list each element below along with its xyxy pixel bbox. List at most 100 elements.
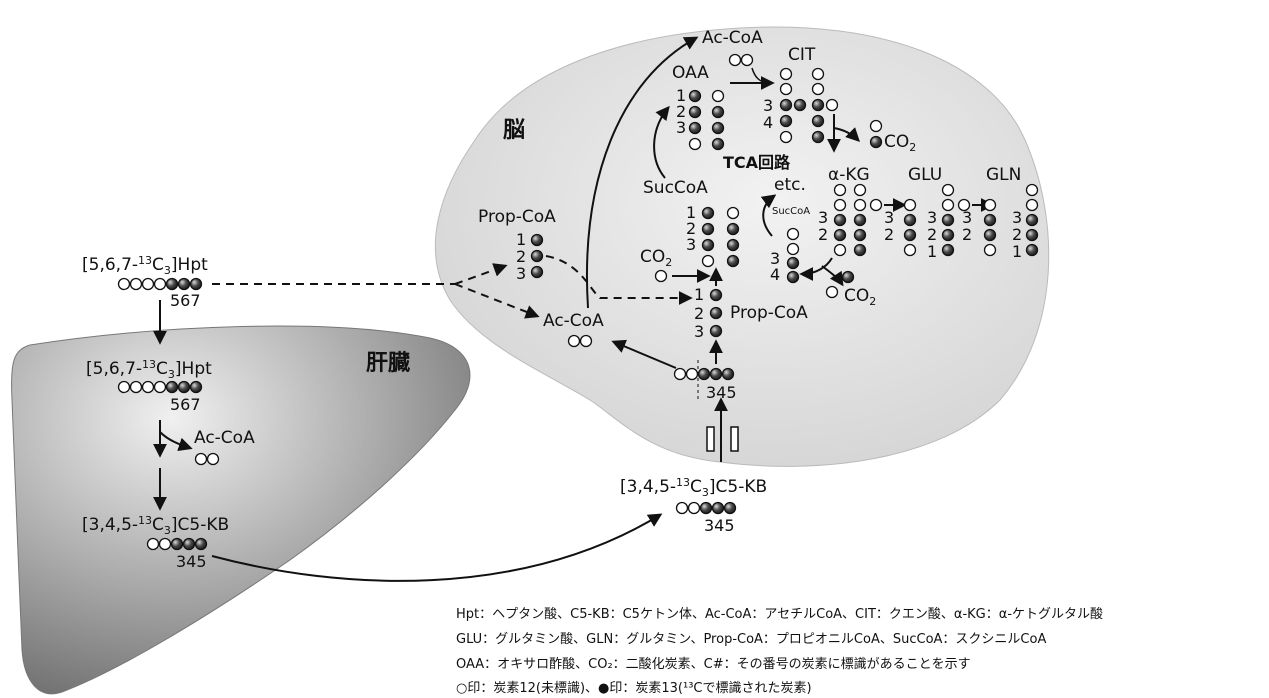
carbon-unlabeled [786,242,800,256]
carbon-labeled [786,256,800,270]
kb-blood-positions: 345 [704,516,735,535]
carbon-labeled [811,114,825,128]
succoa-label: SucCoA [643,178,708,198]
propcoa-right-num3: 3 [694,322,704,341]
gln-num3: 3 [962,208,972,227]
arrow-small-loop [760,194,777,237]
carbon-unlabeled [903,243,917,257]
carbon-unlabeled [141,277,155,291]
etc-label: etc. [774,175,806,195]
carbon-labeled [709,367,723,381]
carbon-labeled [811,130,825,144]
propcoa-right-label: Prop-CoA [730,303,808,323]
oaa-num1: 1 [676,86,686,105]
carbon-labeled [721,367,735,381]
carbon-unlabeled [779,82,793,96]
carbon-unlabeled [579,334,593,348]
hpt-blood-label: [5,6,7-13C3]Hpt [82,254,208,277]
arrow-succoa-to-oaa [653,105,670,179]
carbon-labeled [779,98,793,112]
arrow-branch-acoa-liver [159,431,193,452]
carbon-labeled [709,288,723,302]
carbon-labeled [699,501,713,515]
carbon-labeled [983,213,997,227]
carbon-unlabeled [825,98,839,112]
dashed-arrow-to-acoa [454,283,540,319]
carbon-labeled [165,277,179,291]
carbon-labeled [833,213,847,227]
carbon-labeled [530,233,544,247]
hpt-liver-positions: 567 [170,395,201,414]
carbon-labeled [841,270,855,284]
cit-label: CIT [788,45,816,65]
hpt-liver-label: [5,6,7-13C3]Hpt [86,358,212,381]
carbon-unlabeled [117,380,131,394]
carbon-labeled [697,367,711,381]
carbon-unlabeled [869,198,883,212]
carbon-labeled [941,243,955,257]
carbon-labeled [709,324,723,338]
carbon-unlabeled [701,254,715,268]
acoa-top-label: Ac-CoA [702,28,763,48]
carbon-unlabeled [957,198,971,212]
carbon-unlabeled [786,227,800,241]
carbon-labeled [941,228,955,242]
carbon-unlabeled [1025,183,1039,197]
carbon-labeled [189,380,203,394]
carbon-unlabeled [1025,198,1039,212]
dashed-arrow-to-propcoa [454,263,508,285]
glu-label: GLU [908,165,942,185]
carbon-labeled [688,105,702,119]
carbon-labeled [194,537,208,551]
arrow-akg-to-succoa [799,257,833,281]
side-num3: 3 [770,249,780,268]
carbon-unlabeled [153,277,167,291]
carbon-unlabeled [811,67,825,81]
carbon-unlabeled [146,537,160,551]
carbon-unlabeled [903,198,917,212]
carbon-labeled [903,228,917,242]
carbon-unlabeled [158,537,172,551]
carbon-unlabeled [685,367,699,381]
legend-line-3: OAA：オキサロ酢酸、CO₂：二酸化炭素、C#：その番号の炭素に標識があることを… [456,657,971,672]
arrow-kb-to-acoa [611,339,677,369]
acoa-mid-label: Ac-CoA [543,311,604,331]
carbon-unlabeled [941,198,955,212]
gln-num2b: 2 [1012,225,1022,244]
carbon-unlabeled [983,243,997,257]
carbon-unlabeled [779,130,793,144]
carbon-labeled [170,537,184,551]
oaa-num2: 2 [676,102,686,121]
cit-num3: 3 [763,96,773,115]
propcoa-left-num1: 1 [516,230,526,249]
arrow-co2-release-b [821,265,844,287]
carbon-unlabeled [117,277,131,291]
carbon-labeled [189,277,203,291]
cit-num4: 4 [763,113,773,132]
gln-num2: 2 [962,225,972,244]
hpt-blood-positions: 567 [170,291,201,310]
carbon-unlabeled [654,269,668,283]
carbon-unlabeled [983,198,997,212]
glu-num3b: 3 [927,208,937,227]
carbon-unlabeled [833,198,847,212]
carbon-unlabeled [206,452,220,466]
carbon-labeled [811,98,825,112]
carbon-labeled [1025,213,1039,227]
carbon-labeled [983,228,997,242]
carbon-labeled [701,206,715,220]
carbon-labeled [530,265,544,279]
carbon-unlabeled [687,501,701,515]
transporter-bars [706,426,739,452]
liver-title: 肝臓 [366,351,410,376]
carbon-unlabeled [129,380,143,394]
carbon-labeled [869,135,883,149]
carbon-unlabeled [833,183,847,197]
carbon-unlabeled [853,183,867,197]
propcoa-left-num3: 3 [516,264,526,283]
carbon-labeled [941,213,955,227]
carbon-labeled [711,137,725,151]
carbon-labeled [786,270,800,284]
liver-shape [11,325,471,695]
